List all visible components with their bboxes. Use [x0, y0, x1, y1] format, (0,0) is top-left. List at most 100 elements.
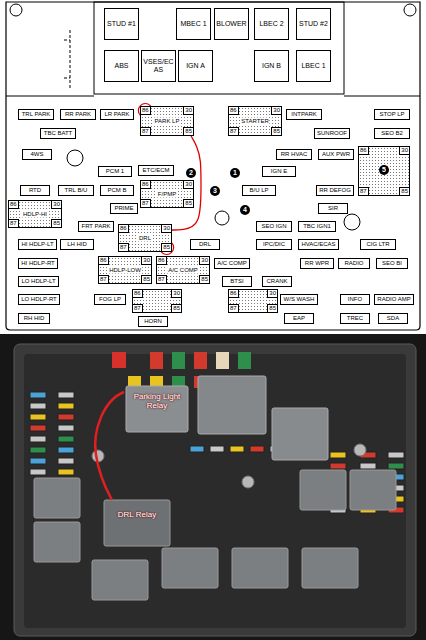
- fuse-label-box: CIG LTR: [360, 239, 396, 250]
- fuse-label-box: SIR: [318, 203, 348, 214]
- pin-number: 86: [118, 224, 129, 233]
- pin-number: 86: [132, 289, 143, 298]
- pin-number: 86: [228, 106, 239, 115]
- relay: [34, 478, 80, 518]
- fuse-label-box: RR PARK: [60, 109, 96, 120]
- fuse-name: RTD: [29, 187, 41, 193]
- relay-name: HDLP-HI: [22, 211, 48, 218]
- fuse-name: BTSI: [230, 278, 243, 284]
- fuse-name: FOG LP: [99, 296, 121, 302]
- pin-number: 85: [199, 275, 210, 284]
- fuse-name: DRL: [199, 241, 211, 247]
- pin-number: 85: [399, 187, 410, 196]
- pin-number: 87: [132, 304, 143, 313]
- fuse-label-box: INTPARK: [286, 109, 322, 120]
- callout-number: 4: [240, 205, 250, 215]
- fuse-label-box: TBC IGN1: [298, 221, 336, 232]
- pin-number: 85: [171, 304, 182, 313]
- fuse-label-box: SEO IGN: [256, 221, 292, 232]
- fuse-cell: STUD #2: [296, 8, 331, 40]
- relay-caption: DRL Relay: [110, 510, 164, 519]
- fuse-name: STUD #2: [299, 20, 328, 28]
- fuse-label-box: A/C COMP: [214, 258, 250, 269]
- small-fuse: [30, 392, 46, 398]
- fuse-cell: STUD #1: [104, 8, 139, 40]
- fuse-cell: ABS: [104, 50, 139, 82]
- pin-number: 30: [141, 256, 152, 265]
- housing-step: [6, 96, 420, 97]
- fuse-name: SIR: [328, 205, 338, 211]
- fuse-name: RADIO: [344, 260, 363, 266]
- fuse-name: LO HDLP-RT: [21, 296, 57, 302]
- fuse-name: SUNROOF: [317, 130, 347, 136]
- callout-number: 1: [230, 168, 240, 178]
- fuse-block-panel: [24, 354, 406, 628]
- pin-number: 30: [161, 224, 172, 233]
- pin-number: 87: [140, 127, 151, 136]
- relay-name: F/PMP: [157, 191, 177, 198]
- fuse-name: RR PARK: [65, 111, 91, 117]
- pin-number: 30: [199, 256, 210, 265]
- pin-number: 85: [161, 243, 172, 252]
- pin-number: 87: [228, 304, 239, 313]
- relay: [272, 408, 328, 460]
- relay: [162, 548, 218, 588]
- pin-number: 86: [156, 256, 167, 265]
- fuse-name: RR WPR: [305, 260, 329, 266]
- fuse-name: STUD #1: [107, 20, 136, 28]
- callout-number: 3: [210, 186, 220, 196]
- fuse-cell: BLOWER: [214, 8, 249, 40]
- pin-number: 30: [171, 289, 182, 298]
- connector: [112, 352, 126, 368]
- small-fuse: [30, 458, 46, 464]
- stud: [354, 444, 366, 456]
- fuse-name: RR DEFOG: [319, 187, 351, 193]
- fuse-label-box: RADIO AMP: [374, 294, 414, 305]
- fuse-label-box: SEO B2: [374, 128, 410, 139]
- fuse-name: PRIME: [114, 205, 133, 211]
- small-fuse: [58, 392, 74, 398]
- relay: [302, 548, 358, 588]
- fuse-name: RR HVAC: [281, 151, 308, 157]
- relay-name: DRL: [138, 235, 152, 242]
- pin-number: 86: [98, 256, 109, 265]
- relay: [350, 470, 396, 510]
- fuse-label-box: EAP: [284, 313, 314, 324]
- fuse-label-box: IGN E: [262, 166, 296, 177]
- relay-box: 86 30 87 85: [132, 289, 182, 313]
- upper-block-outline: [94, 2, 344, 94]
- relay-name: STARTER: [240, 118, 269, 125]
- fuse-label-box: ETC/ECM: [138, 165, 174, 176]
- pin-number: 85: [141, 275, 152, 284]
- small-fuse: [58, 436, 74, 442]
- fuse-cell: IGN B: [254, 50, 289, 82]
- pin-highlight: [160, 241, 174, 255]
- small-fuse: [388, 452, 404, 458]
- drl-relay: [104, 500, 170, 546]
- pin-number: 30: [51, 200, 62, 209]
- relay-box: 86308785: [228, 289, 278, 313]
- fuse-name: TBC IGN1: [303, 223, 331, 229]
- small-fuse: [58, 458, 74, 464]
- pin-number: 30: [183, 106, 194, 115]
- small-fuse: [210, 446, 224, 452]
- callout-number: 2: [186, 168, 196, 178]
- relay-name: PARK LP: [154, 118, 181, 125]
- fuse-label-box: LH HID: [60, 239, 94, 250]
- fuse-name: TRL B/U: [65, 187, 88, 193]
- fuse-name: LBEC 2: [259, 20, 283, 28]
- small-fuse: [58, 447, 74, 453]
- pin-number: 85: [183, 127, 194, 136]
- screw-hole: [10, 4, 22, 16]
- fuse-label-box: PCM 1: [98, 166, 132, 177]
- fuse-name: INTPARK: [291, 111, 317, 117]
- fuse-label-box: RR HVAC: [276, 149, 312, 160]
- pin-number: 87: [228, 127, 239, 136]
- fuse-label-box: RH HID: [18, 313, 50, 324]
- fuse-name: BLOWER: [216, 20, 246, 28]
- pin-number: 87: [118, 243, 129, 252]
- small-fuse: [230, 446, 244, 452]
- stud: [242, 476, 254, 488]
- relay: [34, 522, 80, 562]
- fuse-label-box: AUX PWR: [318, 149, 354, 160]
